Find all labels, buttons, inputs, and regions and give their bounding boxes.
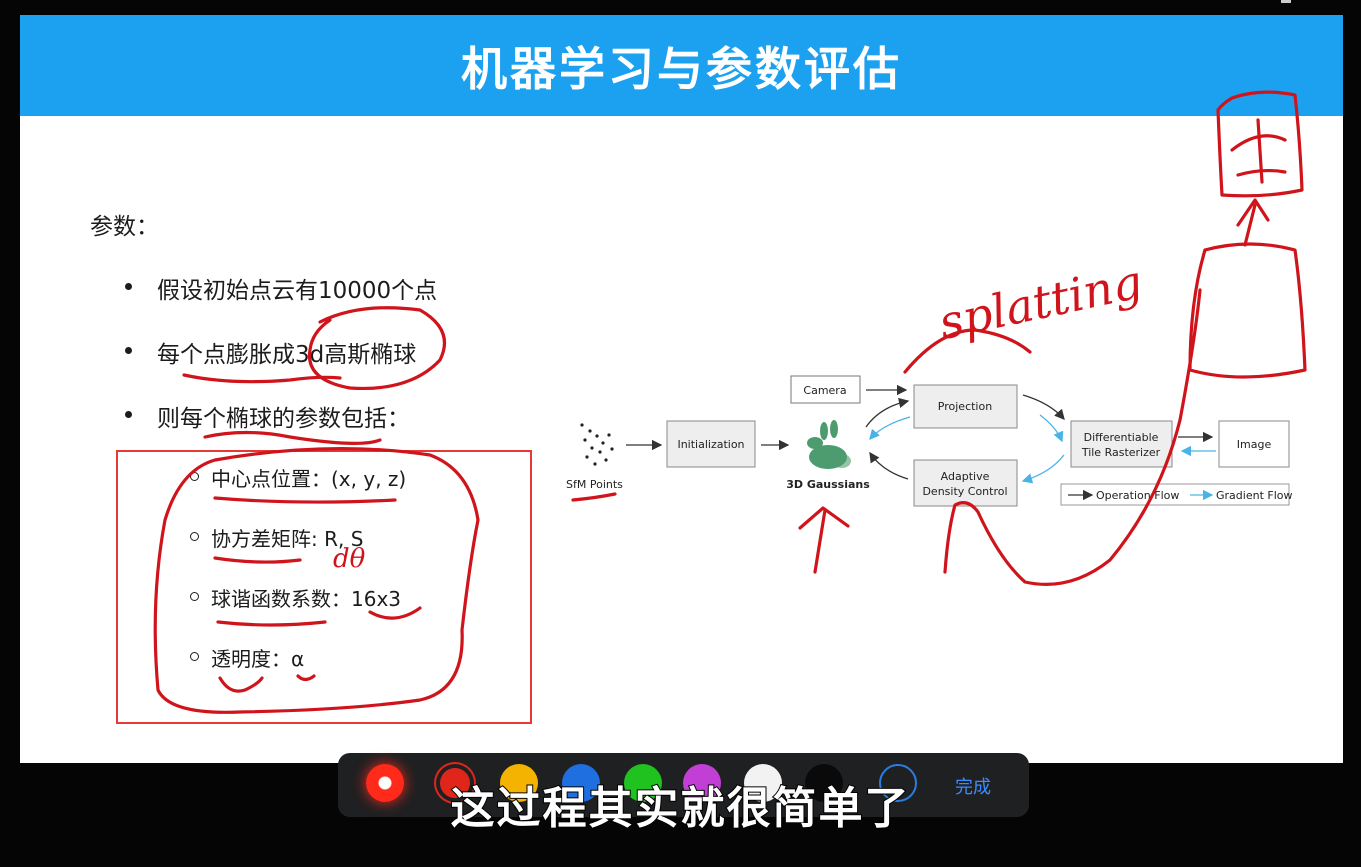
gaussian-bunny-icon bbox=[807, 420, 851, 469]
black-pen-button[interactable] bbox=[805, 764, 843, 802]
record-tool-button[interactable] bbox=[366, 764, 404, 802]
arrow-projection-to-rasterizer bbox=[1022, 394, 1065, 420]
rasterizer-label-line2: Tile Rasterizer bbox=[1081, 446, 1161, 459]
params-label: 参数： bbox=[90, 214, 159, 240]
bullet-dot bbox=[125, 283, 132, 290]
green-pen-button[interactable] bbox=[624, 764, 662, 802]
eraser-icon[interactable] bbox=[879, 764, 917, 802]
sfm-points-label: SfM Points bbox=[566, 478, 623, 491]
gradient-projection-to-gaussians bbox=[869, 416, 911, 440]
gradient-rasterizer-to-adaptive bbox=[1021, 454, 1065, 484]
yellow-pen-button[interactable] bbox=[500, 764, 538, 802]
done-button[interactable]: 完成 bbox=[955, 773, 991, 799]
white-pen-button[interactable] bbox=[744, 764, 782, 802]
arrow-adaptive-to-gaussians bbox=[869, 451, 909, 480]
annotation-toolbar: 完成 bbox=[338, 753, 1029, 817]
blue-pen-button[interactable] bbox=[562, 764, 600, 802]
initialization-label: Initialization bbox=[677, 438, 744, 451]
arrow-gaussians-to-projection bbox=[865, 397, 910, 428]
purple-pen-button[interactable] bbox=[683, 764, 721, 802]
bullet-dot bbox=[125, 347, 132, 354]
video-subtitle: 这过程其实就很简单了 bbox=[450, 782, 911, 835]
gaussians-label: 3D Gaussians bbox=[786, 478, 870, 491]
gradient-rasterizer-to-projection bbox=[1039, 414, 1064, 443]
rasterizer-label-line1: Differentiable bbox=[1084, 431, 1159, 444]
image-box bbox=[1218, 420, 1290, 468]
camera-box bbox=[790, 375, 861, 404]
slide-title: 机器学习与参数评估 bbox=[461, 41, 902, 96]
bullet-dot bbox=[125, 411, 132, 418]
gaussian-splatting-pipeline-diagram: SfM Points Initialization 3D Gaussians C… bbox=[566, 375, 1292, 507]
projection-label: Projection bbox=[938, 400, 992, 413]
adaptive-label-line1: Adaptive bbox=[941, 470, 990, 483]
bullet-params-include: 则每个椭球的参数包括： bbox=[157, 406, 410, 432]
rasterizer-box bbox=[1070, 420, 1173, 468]
legend-operation-label: Operation Flow bbox=[1096, 489, 1179, 502]
image-label: Image bbox=[1237, 438, 1272, 451]
camera-label: Camera bbox=[803, 384, 846, 397]
bullet-initial-points: 假设初始点云有10000个点 bbox=[157, 278, 438, 304]
window-corner-mark bbox=[1281, 0, 1291, 3]
initialization-box bbox=[666, 420, 756, 468]
adaptive-density-box bbox=[913, 459, 1018, 507]
adaptive-label-line2: Density Control bbox=[922, 485, 1007, 498]
title-banner: 机器学习与参数评估 bbox=[20, 15, 1343, 116]
legend-gradient-label: Gradient Flow bbox=[1216, 489, 1292, 502]
sfm-points-icon bbox=[580, 423, 614, 466]
presentation-slide: 机器学习与参数评估 参数： 假设初始点云有10000个点 每个点膨胀成3d高斯椭… bbox=[20, 15, 1343, 763]
red-pen-button[interactable] bbox=[436, 764, 474, 802]
